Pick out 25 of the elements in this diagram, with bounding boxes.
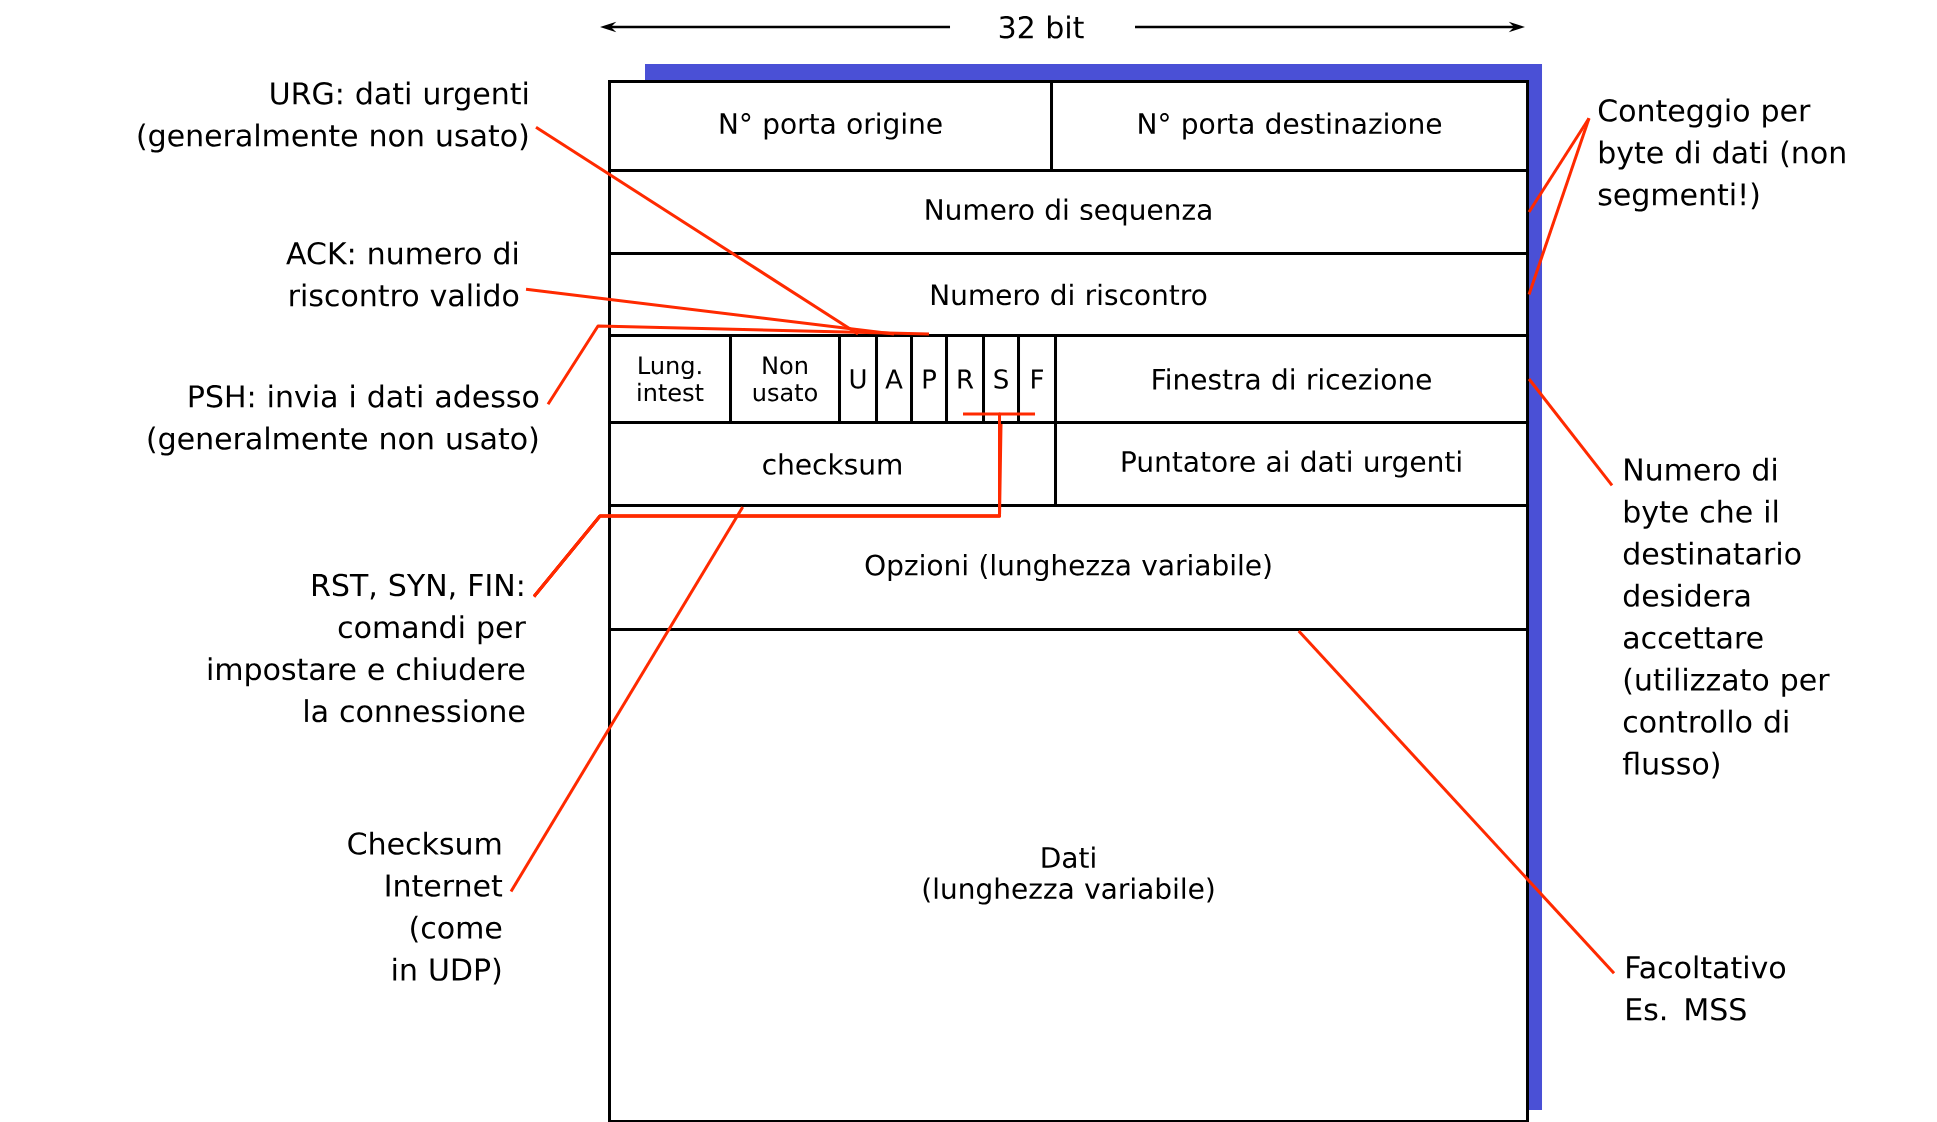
- leader-line: [535, 126, 859, 336]
- leader-line: [1297, 630, 1616, 975]
- header-field: Numero di sequenza: [608, 169, 1529, 255]
- annotation-text: ACK: numero di riscontro valido: [286, 241, 519, 307]
- flag-field: R: [945, 334, 985, 424]
- header-field: Lung. intest: [608, 334, 732, 424]
- flag-field: P: [910, 334, 948, 424]
- leader-line: [1527, 378, 1614, 487]
- annotation-text: Facoltativo Es. MSS: [1627, 955, 1786, 1021]
- header-field: N° porta destinazione: [1050, 80, 1529, 172]
- annotation-text: URG: dati urgenti (generalmente non usato): [138, 81, 528, 153]
- leader-line: [509, 506, 744, 893]
- annotation-text: Numero di byte che il destinatario desidera accettare (utilizzato per controllo di flusso): [1622, 457, 1830, 779]
- header-field: Puntatore ai dati urgenti: [1054, 421, 1529, 507]
- leader-line: [546, 324, 930, 406]
- annotation-text: Checksum Internet (come in UDP): [348, 831, 503, 985]
- annotation-text: RST, SYN, FIN: comandi per impostare e chiudere la connessione: [208, 573, 526, 723]
- flag-field: A: [875, 334, 913, 424]
- header-field: N° porta origine: [608, 80, 1053, 172]
- leader-line: [1527, 117, 1591, 295]
- flag-field: U: [838, 334, 878, 424]
- flag-field: F: [1017, 334, 1057, 424]
- annotation-text: PSH: invia i dati adesso (generalmente non usato): [148, 384, 539, 456]
- annotation-text: Conteggio per byte di dati (non segmenti!): [1598, 98, 1845, 212]
- dimension-label: 32 bit: [999, 15, 1084, 39]
